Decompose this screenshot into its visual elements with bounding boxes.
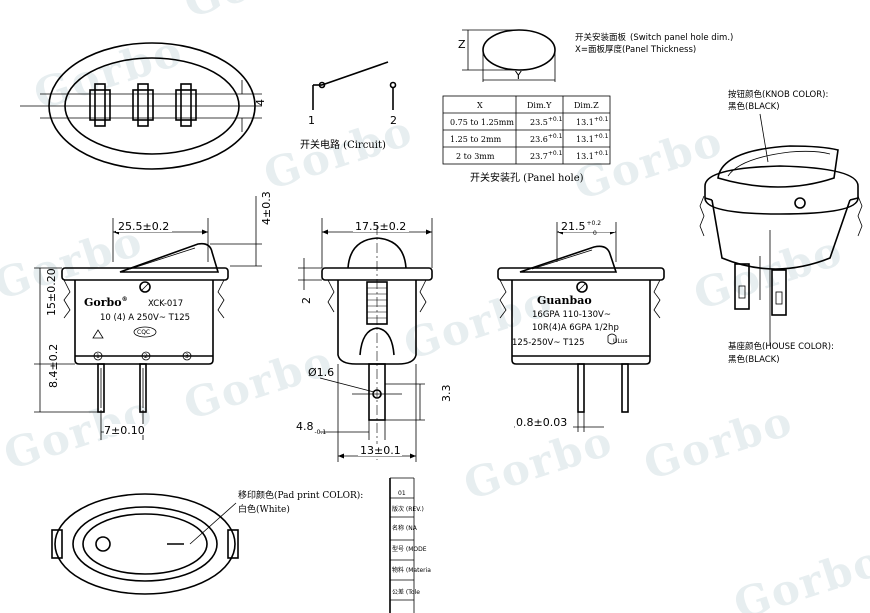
top-view: 4	[20, 42, 267, 170]
knob-color-value: 黑色(BLACK)	[728, 101, 780, 112]
rear-view: 21.5+0.2 0 Guanbao 16GPA 110-130V~ 10R(4…	[497, 218, 665, 432]
side-view: 17.5±0.2 Ø1.6 3.3 2	[296, 218, 453, 462]
rear-line-1: 16GPA 110-130V~	[532, 310, 611, 320]
watermark-text: Gorbo	[178, 336, 339, 430]
dim-y: Y	[514, 69, 522, 82]
table-cell-y: 23.5+0.1	[530, 116, 563, 127]
circuit-pin-2: 2	[390, 114, 397, 127]
panel-thickness-note: X=面板厚度(Panel Thickness)	[575, 44, 696, 55]
watermark-text: Gorbo	[688, 226, 849, 320]
table-cell-z: 13.1+0.1	[576, 116, 609, 127]
panel-hole-title: 开关安装面板(Switch panel hole dim.)	[575, 32, 733, 43]
dim-front-width: 25.5±0.2	[118, 220, 169, 233]
dim-rear-width-tol: 0	[593, 230, 597, 237]
dim-top-view: 4	[254, 99, 267, 106]
front-view: 25.5±0.2 4±0.3 Gorbo® XCK-017 10 (4) A 2…	[34, 191, 273, 440]
circuit-diagram: 1 2 开关电路 (Circuit)	[300, 61, 397, 151]
pad-print-view: 移印颜色(Pad print COLOR): 白色(White)	[51, 489, 363, 595]
title-block: 01 版次 (REV.) 名称 (NA 型号 (MODE 物料 (Materia…	[389, 477, 431, 613]
front-rating: 10 (4) A 250V~ T125	[100, 313, 190, 323]
dim-side-base: 13±0.1	[360, 444, 401, 457]
watermark-text: Gorbo	[458, 416, 619, 510]
rear-brand: Guanbao	[537, 294, 592, 307]
title-model: 型号 (MODE	[392, 545, 427, 553]
knob-color-label: 按钮颜色(KNOB COLOR):	[728, 89, 828, 100]
title-rev-number: 01	[398, 490, 406, 497]
dim-front-top: 4±0.3	[260, 191, 273, 225]
dim-offset: 2	[300, 297, 313, 304]
pin-1-label: 1	[96, 353, 100, 360]
house-color-label: 基座颜色(HOUSE COLOR):	[728, 341, 834, 352]
front-cqc-mark: CQC	[137, 329, 150, 336]
dim-z: Z	[458, 38, 466, 51]
table-cell-y: 23.6+0.1	[530, 133, 563, 144]
title-name: 名称 (NA	[392, 524, 418, 532]
front-brand: Gorbo®	[84, 296, 128, 309]
dim-tab: 3.3	[440, 385, 453, 403]
pad-print-label: 移印颜色(Pad print COLOR):	[238, 489, 363, 501]
dim-front-height: 15±0.20	[45, 268, 58, 316]
isometric-view: 按钮颜色(KNOB COLOR): 黑色(BLACK) 基座颜色(HOUSE C…	[699, 89, 863, 365]
dim-rear-width: 21.5+0.2	[561, 220, 601, 233]
table-cell-z: 13.1+0.1	[576, 150, 609, 161]
pin-2-label: 2	[144, 353, 148, 360]
panel-hole-spec: Z Y 开关安装面板(Switch panel hole dim.) X=面板厚…	[442, 29, 733, 184]
circuit-caption: 开关电路 (Circuit)	[300, 138, 386, 151]
pad-print-value: 白色(White)	[238, 503, 290, 515]
title-rev: 版次 (REV.)	[392, 505, 424, 513]
watermark-text: Gorbo	[178, 0, 339, 28]
title-tolerance: 公差 (Tole	[392, 588, 420, 596]
rear-line-3: 125-250V~ T125	[512, 338, 585, 348]
table-cell-y: 23.7+0.1	[530, 150, 563, 161]
table-cell-x: 0.75 to 1.25mm	[450, 118, 514, 127]
table-header-z: Dim.Z	[574, 101, 599, 110]
front-model: XCK-017	[148, 299, 183, 309]
dim-side-width: 17.5±0.2	[355, 220, 406, 233]
table-cell-x: 2 to 3mm	[456, 152, 495, 161]
dim-rear-pin: 0.8±0.03	[516, 416, 567, 429]
house-color-value: 黑色(BLACK)	[728, 354, 780, 365]
watermark-text: Gorbo	[638, 396, 799, 490]
table-header-x: X	[477, 101, 483, 110]
table-cell-z: 13.1+0.1	[576, 133, 609, 144]
dim-pin-length: 8.4±0.2	[47, 344, 60, 388]
table-cell-x: 1.25 to 2mm	[450, 135, 502, 144]
circuit-pin-1: 1	[308, 114, 315, 127]
table-header-y: Dim.Y	[527, 101, 552, 110]
dim-pin-pitch: 7±0.10	[104, 424, 145, 437]
dim-tab-width: 4.8-0.1	[296, 420, 326, 436]
watermark-text: Gorbo	[728, 536, 870, 613]
pin-3-label: 3	[185, 353, 189, 360]
dim-hole: Ø1.6	[308, 366, 334, 379]
title-material: 物料 (Materia	[392, 566, 431, 574]
rear-ul-mark: ULus	[613, 338, 628, 345]
watermark-text: Gorbo	[28, 26, 189, 120]
rear-line-2: 10R(4)A 6GPA 1/2hp	[532, 323, 619, 333]
panel-hole-caption: 开关安装孔 (Panel hole)	[470, 171, 584, 184]
